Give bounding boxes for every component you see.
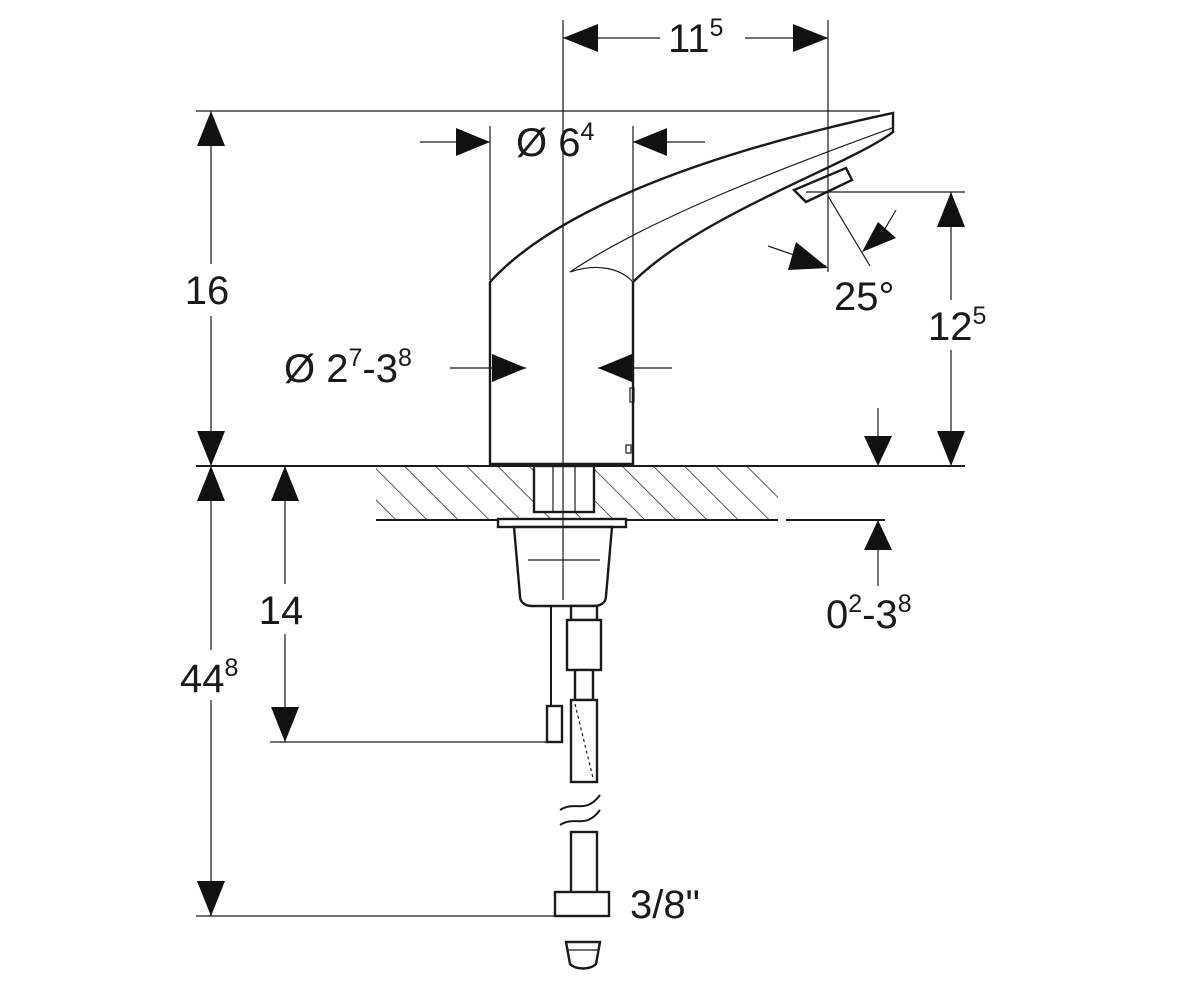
- dim-label-connection-thread: 3/8": [630, 883, 700, 927]
- svg-text:Ø 27-38: Ø 27-38: [284, 344, 412, 391]
- dim-sup-spout-reach: 5: [710, 14, 724, 42]
- dimension-hose-length: 448: [176, 466, 254, 916]
- dimension-hole-diameter: Ø 27-38: [284, 344, 672, 391]
- svg-text:125: 125: [928, 302, 986, 349]
- dim-label-hose-length: 44: [180, 657, 225, 701]
- dim-label-outlet-height: 12: [928, 305, 973, 349]
- svg-text:Ø 64: Ø 64: [516, 118, 594, 165]
- dimension-body-diameter: Ø 64: [420, 118, 705, 165]
- dim-label-total-height: 16: [185, 269, 230, 313]
- dim-label-spout-reach: 11: [668, 17, 710, 61]
- dim-sup-hose-length: 8: [225, 654, 239, 682]
- dimension-spout-reach: 115: [563, 14, 828, 61]
- svg-text:115: 115: [668, 14, 723, 61]
- dimension-hose-offset: 14: [254, 466, 314, 742]
- connection-hose: [545, 604, 611, 970]
- dim-label-body-diameter: Ø 6: [516, 121, 580, 165]
- dimension-spray-angle: 25°: [767, 209, 897, 319]
- extension-lines: [196, 20, 965, 917]
- svg-text:448: 448: [180, 654, 238, 701]
- dim-sup-outlet-height: 5: [973, 302, 987, 330]
- svg-text:02-38: 02-38: [826, 590, 912, 637]
- dimension-counter-thickness: 02-38: [826, 408, 912, 637]
- dim-label-hole-diameter: Ø 2: [284, 347, 348, 391]
- dim-label-hose-offset: 14: [259, 589, 304, 633]
- dim-label-counter-thickness: 0: [826, 593, 848, 637]
- dim-sup-body-diameter: 4: [580, 118, 594, 146]
- dim-label-spray-angle: 25°: [834, 275, 895, 319]
- dimension-total-height: 16: [178, 111, 238, 466]
- dimension-outlet-height: 125: [922, 192, 994, 466]
- spray-nozzle: [791, 166, 854, 204]
- faucet-body: [488, 111, 895, 466]
